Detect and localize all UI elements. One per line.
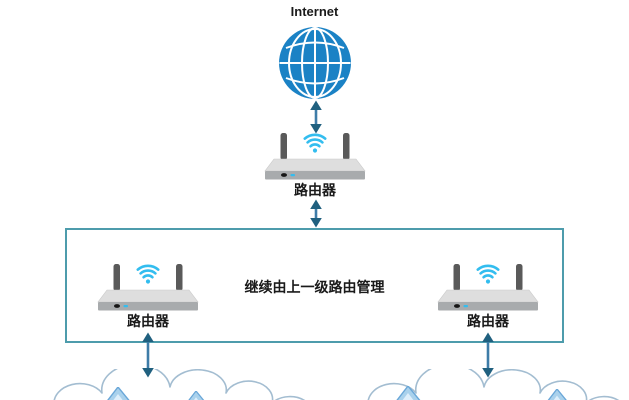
right-router-label: 路由器 — [467, 313, 509, 329]
router-icon-left — [96, 261, 200, 313]
cloud-icon-left — [20, 369, 314, 400]
router-icon-top — [263, 130, 367, 182]
left-router-label: 路由器 — [127, 313, 169, 329]
globe-icon — [279, 27, 351, 99]
internet-label: Internet — [290, 4, 339, 19]
management-box — [65, 228, 564, 343]
double-arrow-internet-router-icon — [310, 100, 322, 134]
double-arrow-right-router-cloud-icon — [482, 332, 494, 378]
double-arrow-router-box-icon — [310, 199, 322, 228]
router-icon-right — [436, 261, 540, 313]
double-arrow-left-router-cloud-icon — [142, 332, 154, 378]
management-box-label: 继续由上一级路由管理 — [244, 279, 385, 295]
top-router-label: 路由器 — [294, 182, 336, 198]
